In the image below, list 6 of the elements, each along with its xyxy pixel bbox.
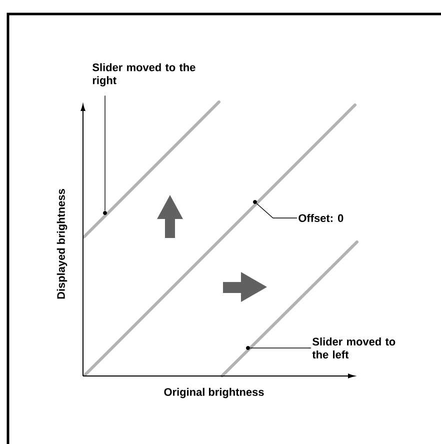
leader-line bbox=[256, 203, 298, 218]
axis-label: Displayed brightness bbox=[56, 189, 68, 299]
callout-text: Offset: 0 bbox=[298, 214, 344, 222]
callout-text: Slider moved to the right bbox=[92, 63, 196, 86]
callout-text: Slider moved to the left bbox=[312, 338, 396, 358]
axis-label: Original brightness bbox=[164, 388, 264, 398]
